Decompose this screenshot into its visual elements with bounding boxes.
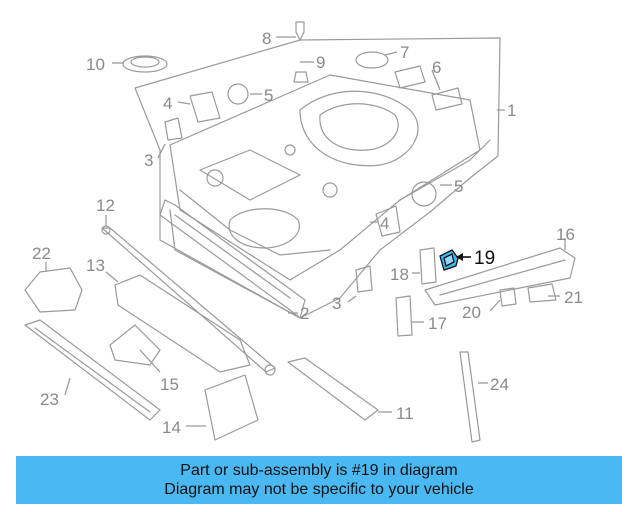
small-parts (122, 21, 463, 293)
callout-20: 20 (462, 303, 481, 322)
banner-line-2: Diagram may not be specific to your vehi… (164, 481, 474, 498)
callout-5a: 5 (264, 86, 273, 105)
callout-6: 6 (432, 58, 441, 77)
banner-line-1: Part or sub-assembly is #19 in diagram (180, 462, 458, 479)
callout-8: 8 (262, 29, 271, 48)
floor-pan (134, 37, 501, 319)
callout-9: 9 (316, 53, 325, 72)
right-parts (287, 247, 576, 443)
callout-12: 12 (96, 196, 115, 215)
callout-3b: 3 (332, 294, 341, 313)
parts-diagram: 1 2 3 3 4 4 5 5 6 7 8 9 10 11 12 13 14 1… (24, 21, 583, 443)
callout-5b: 5 (454, 177, 463, 196)
info-banner: Part or sub-assembly is #19 in diagram D… (16, 456, 622, 504)
callout-14: 14 (162, 418, 181, 437)
callout-15: 15 (160, 375, 179, 394)
callout-17: 17 (428, 314, 447, 333)
rear-rail-2 (159, 199, 306, 319)
callout-3a: 3 (144, 151, 153, 170)
callout-23: 23 (40, 390, 59, 409)
callout-2: 2 (300, 304, 309, 323)
callout-24: 24 (490, 375, 509, 394)
callout-18: 18 (390, 265, 409, 284)
callout-16: 16 (556, 225, 575, 244)
leader-lines (45, 36, 566, 427)
left-parts (24, 225, 276, 441)
callout-21: 21 (564, 288, 583, 307)
callout-13: 13 (86, 256, 105, 275)
callout-11: 11 (396, 404, 414, 423)
callout-4a: 4 (163, 94, 172, 113)
callout-4b: 4 (380, 214, 389, 233)
callout-10: 10 (86, 55, 105, 74)
callout-22: 22 (32, 244, 51, 263)
part-19-highlight (439, 249, 459, 271)
callout-19: 19 (474, 248, 495, 269)
callout-1: 1 (507, 101, 516, 120)
callout-7: 7 (400, 43, 409, 62)
callout-labels: 1 2 3 3 4 4 5 5 6 7 8 9 10 11 12 13 14 1… (32, 29, 583, 437)
